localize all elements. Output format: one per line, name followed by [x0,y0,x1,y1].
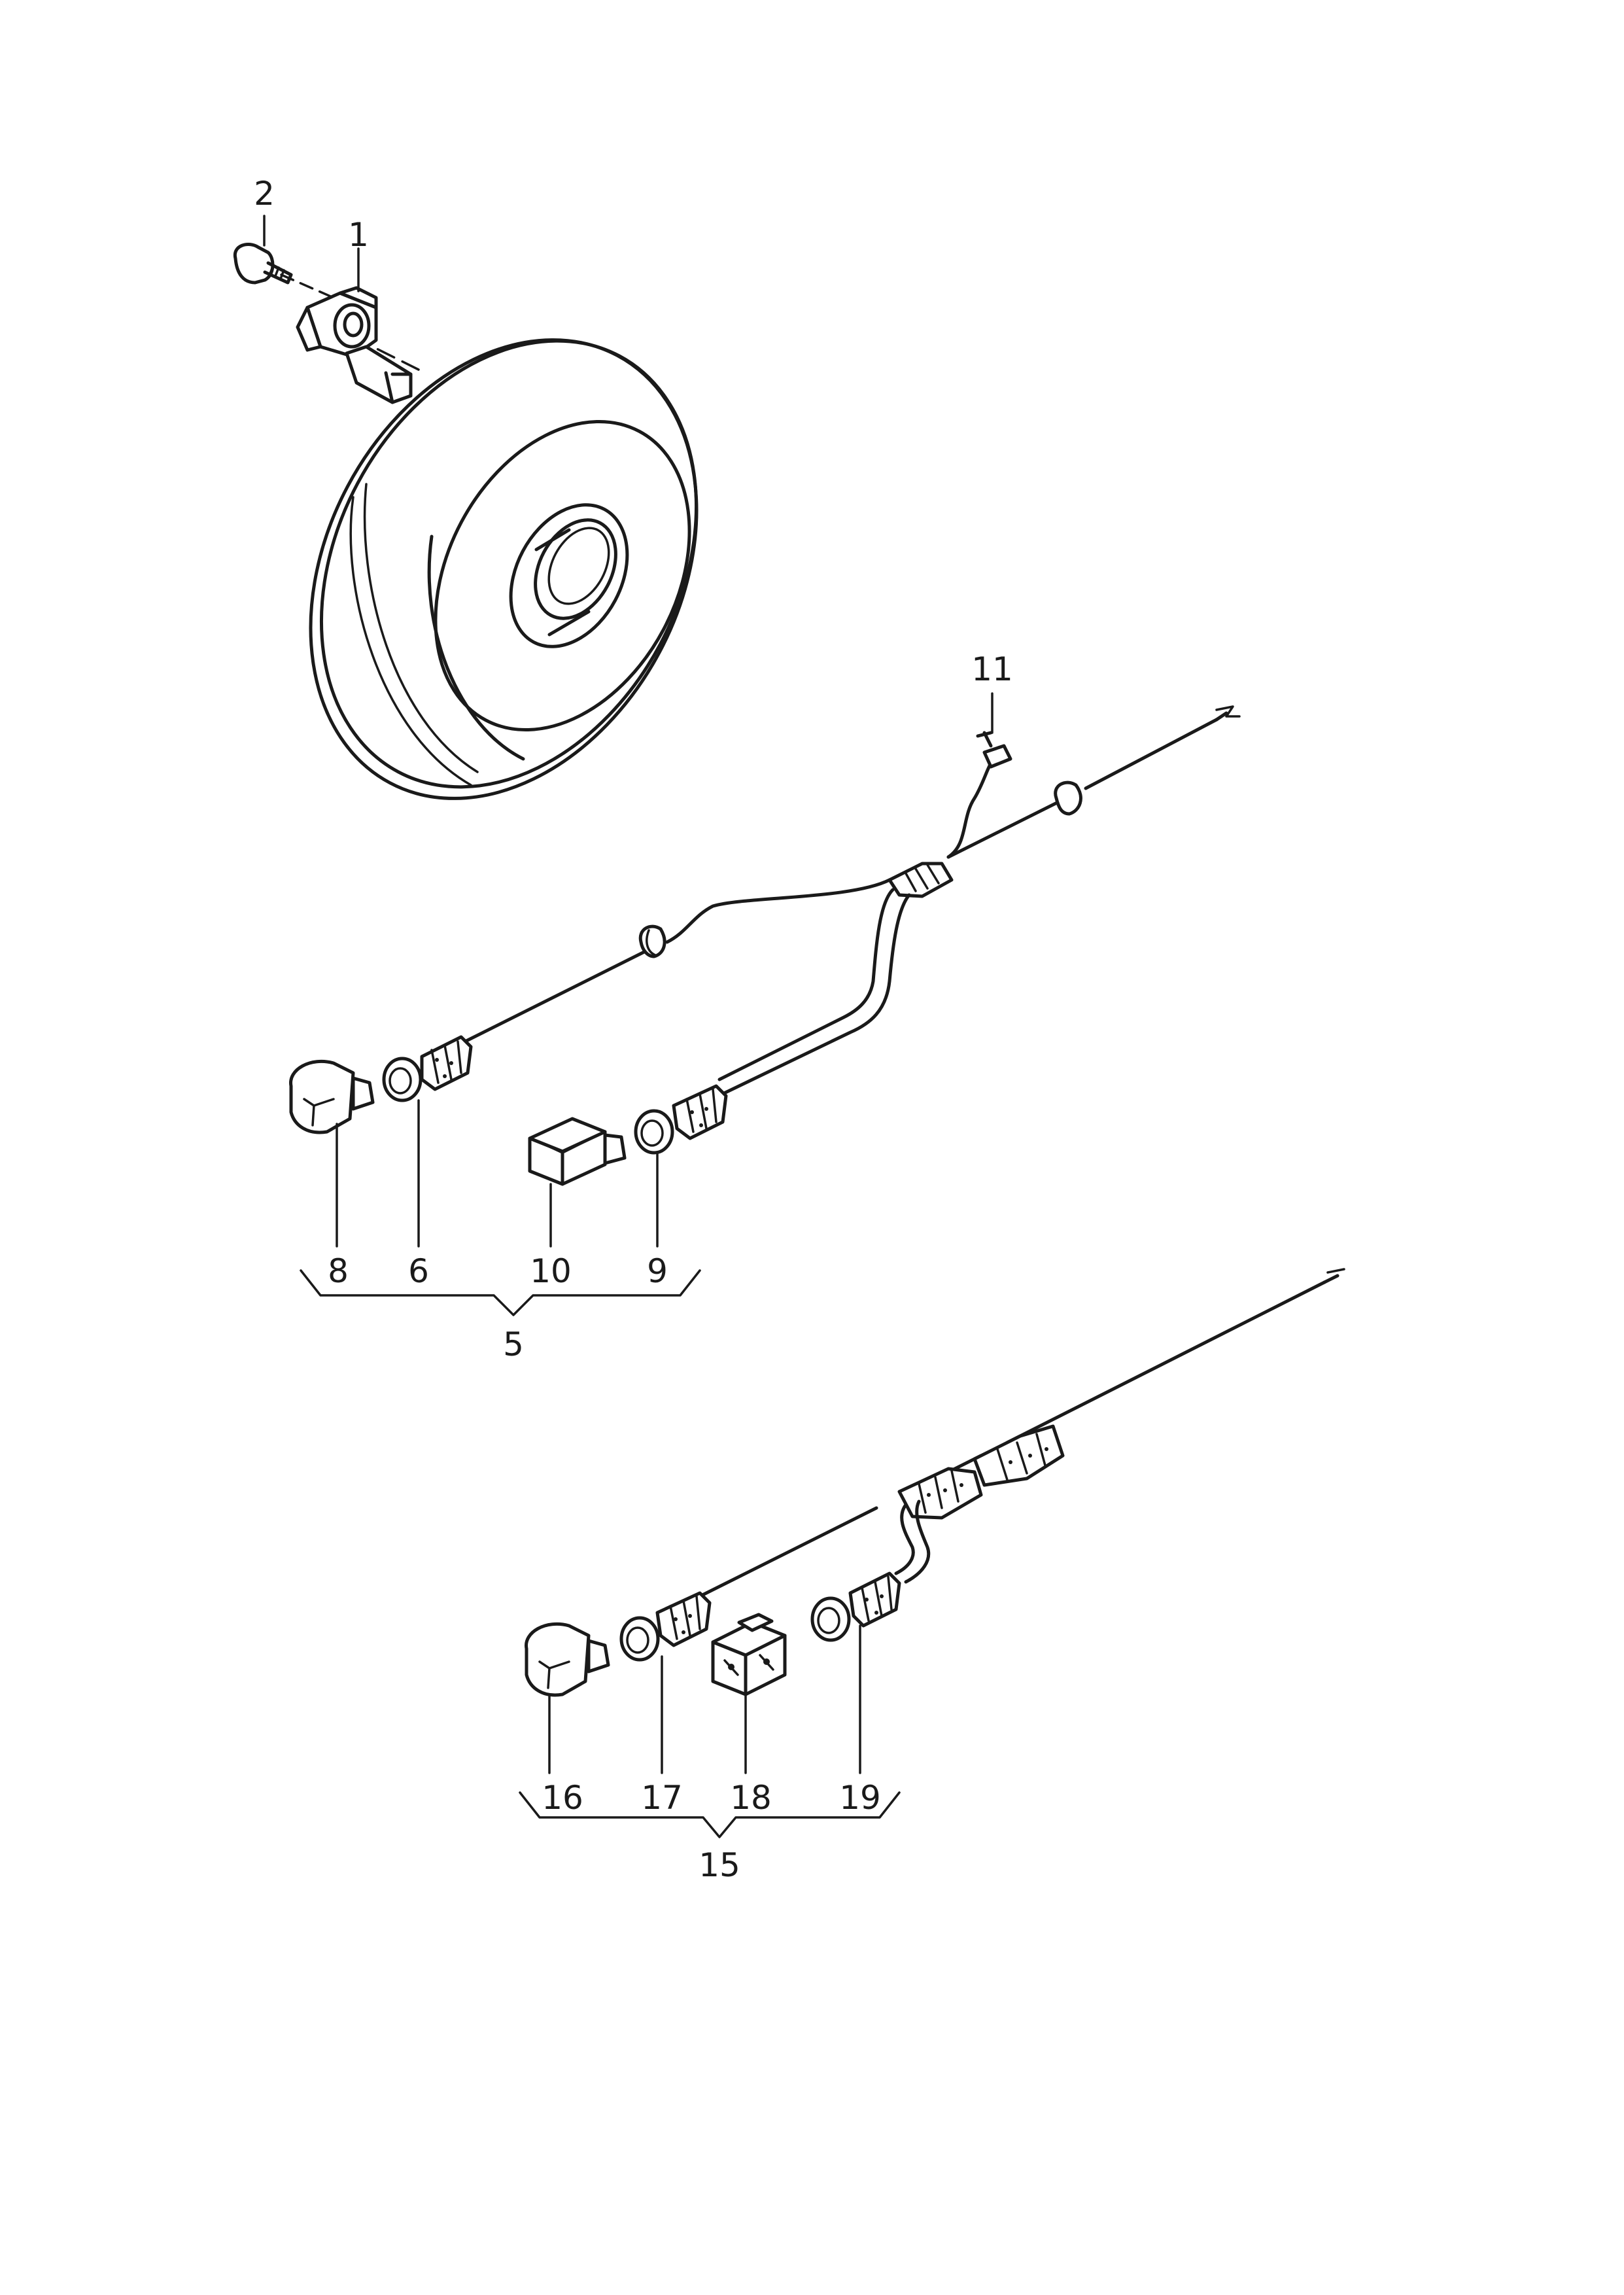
callout-5: 5 [503,1325,524,1363]
callout-11: 11 [971,650,1013,688]
brake-disc [309,338,699,800]
wiring-harness-5 [289,705,1241,1186]
callout-9: 9 [647,1252,668,1290]
callout-10: 10 [530,1252,572,1290]
callout-15: 15 [699,1846,740,1884]
leader-lines [263,215,993,1838]
callout-18: 18 [730,1779,772,1817]
callout-labels: 2 1 11 8 6 10 9 5 16 17 18 19 15 [254,175,1013,1884]
callout-6: 6 [408,1252,429,1290]
callout-19: 19 [839,1779,881,1817]
bolt [233,243,293,285]
wiring-harness-15 [525,1268,1345,1697]
callout-2: 2 [254,175,275,213]
callout-16: 16 [542,1779,583,1817]
callout-17: 17 [641,1779,683,1817]
callout-1: 1 [348,216,369,254]
speed-sensor [296,286,413,404]
callout-8: 8 [328,1252,349,1290]
